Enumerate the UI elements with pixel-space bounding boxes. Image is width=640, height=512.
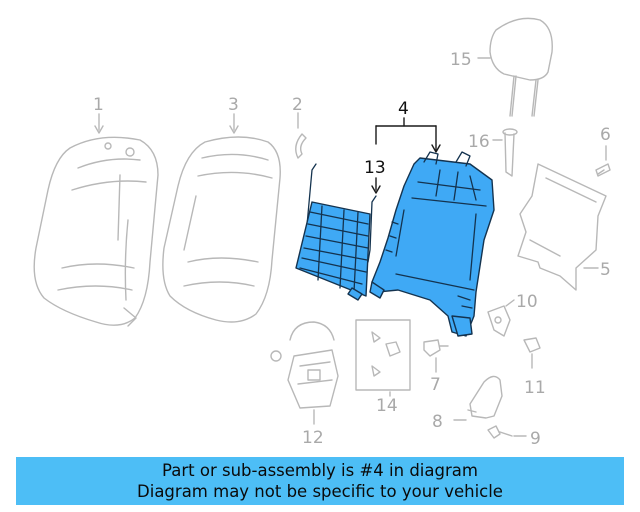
part-13-lumbar-support[interactable] [295,163,377,301]
part-10-bracket[interactable] [487,305,511,337]
part-6-screw[interactable] [595,163,611,177]
callout-12: 12 [302,428,324,448]
callout-3: 3 [228,95,239,115]
part-7-clip[interactable] [423,339,449,357]
callout-11: 11 [524,378,546,398]
part-14-clip-kit[interactable] [355,319,411,391]
part-4-seat-back-frame[interactable] [369,151,495,337]
banner-line-1: Part or sub-assembly is #4 in diagram [162,461,478,480]
callout-9: 9 [530,429,541,449]
part-9-screw[interactable] [487,425,513,439]
part-3-seat-back-trim[interactable] [162,136,281,323]
callout-15: 15 [450,50,472,70]
info-banner: Part or sub-assembly is #4 in diagram Di… [16,457,624,505]
callout-6: 6 [600,125,611,145]
callout-13: 13 [364,158,386,178]
callout-2: 2 [292,95,303,115]
part-5-back-panel[interactable] [517,163,607,291]
part-16-headrest-guide[interactable] [502,128,518,177]
callout-4-bracket [375,117,441,153]
part-11-clip[interactable] [523,337,541,353]
banner-line-2: Diagram may not be specific to your vehi… [137,482,503,501]
part-15-headrest[interactable] [489,17,553,117]
callout-4: 4 [398,99,409,119]
part-1-seat-back-cover[interactable] [33,136,159,327]
callout-8: 8 [432,412,443,432]
callout-10: 10 [516,292,538,312]
callout-7: 7 [430,375,441,395]
callout-16: 16 [468,132,490,152]
part-2-clip[interactable] [295,133,307,159]
part-12-lumbar-adjuster[interactable] [270,321,339,409]
callout-1: 1 [93,95,104,115]
part-8-side-shield[interactable] [467,375,503,419]
callout-5: 5 [600,260,611,280]
callout-14: 14 [376,396,398,416]
